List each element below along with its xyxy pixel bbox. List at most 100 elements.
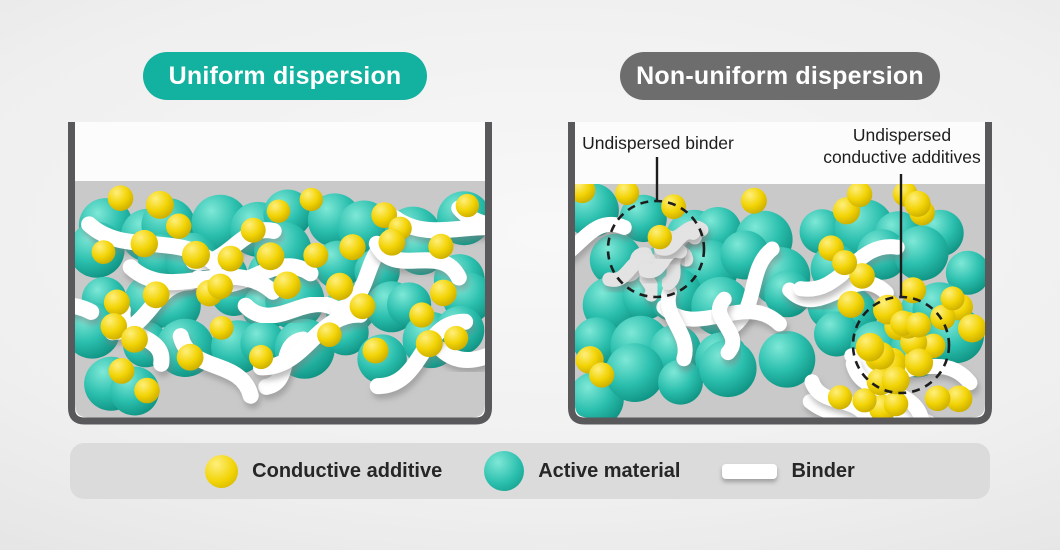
beaker-wall xyxy=(568,122,992,425)
beaker-wall xyxy=(68,122,492,425)
particle xyxy=(605,343,665,402)
binder-strand xyxy=(782,275,894,308)
particle xyxy=(349,293,376,320)
particle xyxy=(958,314,985,343)
particle xyxy=(699,339,757,398)
binder-strand xyxy=(712,291,741,361)
legend-label-active-material: Active material xyxy=(538,459,681,482)
particle xyxy=(107,185,134,211)
particle xyxy=(930,304,956,330)
particle xyxy=(883,391,909,417)
yellow-ball-swatch xyxy=(205,454,239,488)
nonuniform-dispersion-pill: Non-uniform dispersion xyxy=(620,52,940,100)
legend-item-binder: Binder xyxy=(722,459,855,483)
particle xyxy=(240,217,266,243)
binder-strand xyxy=(575,217,632,269)
binder-strand xyxy=(433,332,485,368)
binder-strand xyxy=(253,306,369,376)
particle xyxy=(166,213,192,239)
particle xyxy=(855,332,885,362)
particle xyxy=(814,311,859,357)
uniform-dispersion-pill: Uniform dispersion xyxy=(143,52,427,100)
legend-label-conductive-additive: Conductive additive xyxy=(252,459,443,482)
particle xyxy=(661,194,686,220)
particle xyxy=(121,325,148,353)
particle xyxy=(827,385,853,410)
binder-swatch xyxy=(722,463,778,479)
particle xyxy=(317,322,342,348)
particle xyxy=(904,348,934,377)
binder-strand xyxy=(368,235,467,286)
particle xyxy=(266,199,291,223)
particle xyxy=(339,234,366,261)
particle xyxy=(430,279,457,307)
particle xyxy=(130,229,158,258)
particle xyxy=(837,290,865,318)
particle xyxy=(182,240,210,269)
particle xyxy=(134,377,160,404)
undispersed-binder-strand xyxy=(653,225,701,256)
particle xyxy=(249,344,274,370)
left-beaker xyxy=(68,122,492,425)
particle xyxy=(443,325,469,351)
particle xyxy=(273,271,301,300)
particle xyxy=(852,388,877,413)
particle xyxy=(217,245,244,272)
binder-strand xyxy=(660,284,693,367)
particle xyxy=(589,362,615,388)
particle xyxy=(378,228,406,256)
undispersed-binder-strand xyxy=(602,252,657,287)
particle xyxy=(615,184,640,205)
particle xyxy=(924,385,951,412)
particle xyxy=(362,337,389,364)
undispersed-binder-label: Undispersed binder xyxy=(582,133,734,153)
particle xyxy=(658,359,703,405)
particle xyxy=(575,184,596,204)
particle xyxy=(256,242,285,271)
particle xyxy=(299,187,323,212)
right-beaker xyxy=(568,122,992,425)
legend-label-binder: Binder xyxy=(791,459,855,482)
particle xyxy=(906,312,932,338)
particle xyxy=(893,225,949,281)
particle xyxy=(904,190,931,217)
particle xyxy=(409,302,435,328)
legend-item-active-material: Active material xyxy=(484,451,680,491)
particle xyxy=(176,343,204,371)
particle xyxy=(945,385,973,413)
particle xyxy=(647,224,672,250)
undispersed-additives-label: Undispersed conductive additives xyxy=(823,125,981,167)
particle xyxy=(940,286,965,311)
particle xyxy=(455,193,480,218)
particle xyxy=(945,250,985,295)
nonuniform-dispersion-title: Non-uniform dispersion xyxy=(636,61,924,90)
particle xyxy=(832,250,858,276)
particle xyxy=(207,273,233,300)
binder-strand xyxy=(122,259,281,300)
left-particles xyxy=(75,185,485,416)
particle xyxy=(758,331,816,388)
particle xyxy=(142,281,170,309)
annotation-dashed-circle xyxy=(851,295,951,395)
particle xyxy=(881,366,910,395)
legend-item-conductive-additive: Conductive additive xyxy=(205,454,443,488)
teal-ball-swatch xyxy=(484,451,525,491)
annotation-dashed-circle xyxy=(606,199,706,299)
particle xyxy=(103,289,130,316)
particle xyxy=(100,313,128,340)
particle xyxy=(209,316,234,340)
legend-bar: Conductive additive Active material Bind… xyxy=(70,443,990,499)
particle xyxy=(326,272,354,301)
particle xyxy=(108,358,135,384)
particle xyxy=(740,187,767,214)
particle xyxy=(428,233,454,259)
particle xyxy=(849,263,875,289)
particle xyxy=(415,330,443,358)
binder-strand xyxy=(451,200,485,253)
particle xyxy=(145,190,174,219)
uniform-dispersion-title: Uniform dispersion xyxy=(168,61,402,90)
right-particles xyxy=(575,184,985,418)
particle xyxy=(303,242,329,268)
